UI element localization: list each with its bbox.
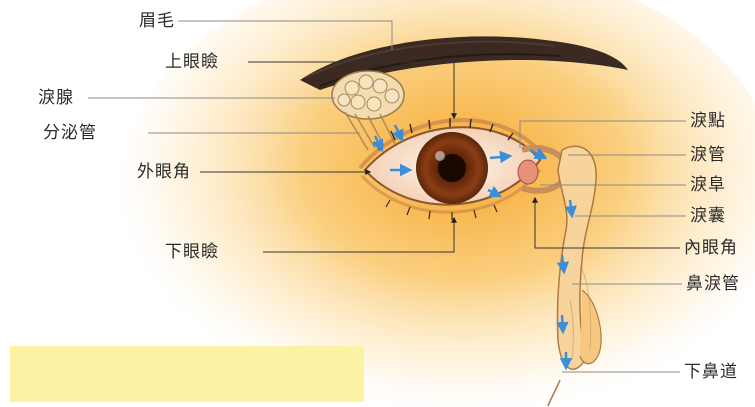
label-inferior-meatus: 下鼻道 xyxy=(684,362,738,382)
label-lacrimal-canaliculus: 淚管 xyxy=(690,145,726,165)
label-lateral-canthus: 外眼角 xyxy=(137,162,191,182)
label-lacrimal-punctum: 淚點 xyxy=(690,111,726,131)
label-lower-eyelid: 下眼瞼 xyxy=(165,242,219,262)
label-excretory-ducts: 分泌管 xyxy=(43,123,97,143)
label-nasolacrimal-duct: 鼻淚管 xyxy=(686,274,740,294)
label-eyebrow: 眉毛 xyxy=(139,11,175,31)
label-upper-eyelid: 上眼瞼 xyxy=(165,52,219,72)
label-medial-canthus: 內眼角 xyxy=(684,238,738,258)
label-lacrimal-caruncle: 淚阜 xyxy=(690,175,726,195)
label-lacrimal-gland: 淚腺 xyxy=(38,88,74,108)
highlight-box xyxy=(10,346,364,402)
label-lacrimal-sac: 淚囊 xyxy=(690,206,726,226)
